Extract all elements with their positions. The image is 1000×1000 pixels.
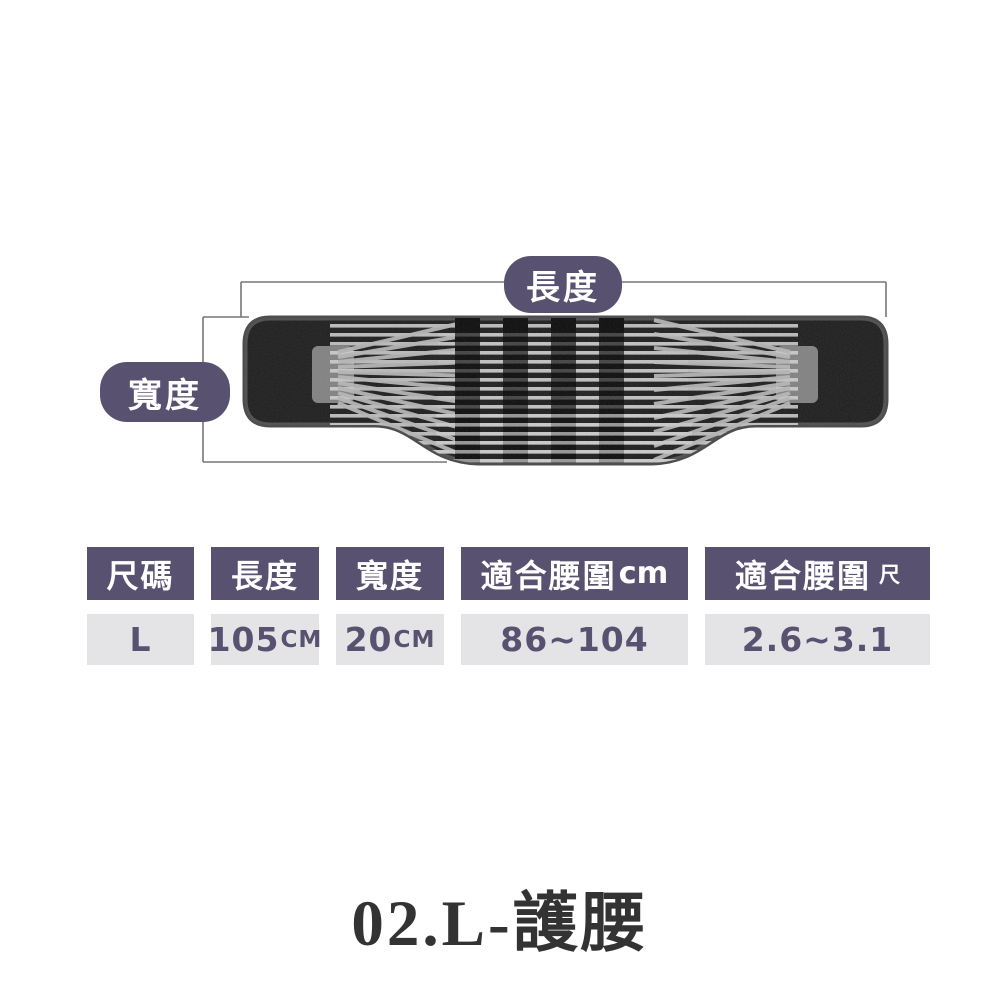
value-width: 20 CM [336,614,444,665]
value-length-unit: CM [280,626,323,653]
value-waist-chi: 2.6~3.1 [705,614,930,665]
value-waist-cm: 86~104 [461,614,688,665]
header-waist-chi-unit: 尺 [878,561,901,587]
header-waist-cm: 適合腰圍 cm [461,547,688,600]
value-length-number: 105 [207,620,280,659]
header-width: 寬度 [336,547,444,600]
belt-illustration [242,315,889,466]
size-table-header-row: 尺碼 長度 寬度 適合腰圍 cm 適合腰圍 尺 [87,547,930,600]
size-table-value-row: L 105 CM 20 CM 86~104 2.6~3.1 [87,614,930,665]
value-waist-chi-text: 2.6~3.1 [741,620,894,659]
header-waist-cm-label: 適合腰圍 [480,556,617,595]
product-title: 02.L-護腰 [351,888,649,960]
header-waist-chi: 適合腰圍 尺 [705,547,930,600]
value-size-text: L [129,620,152,659]
header-size-label: 尺碼 [106,556,175,595]
belt-diagram [202,281,889,466]
value-waist-cm-text: 86~104 [500,620,649,659]
length-dimension-label: 長度 [504,256,622,313]
header-length: 長度 [211,547,319,600]
dimension-brackets [202,281,887,463]
header-waist-chi-label: 適合腰圍 [734,556,871,595]
value-width-unit: CM [393,626,436,653]
header-length-label: 長度 [230,556,299,595]
belt-fabric-texture [245,318,886,463]
header-width-label: 寬度 [355,556,424,595]
header-waist-cm-unit: cm [618,556,669,591]
value-size: L [87,614,194,665]
value-length: 105 CM [207,614,323,665]
header-size: 尺碼 [87,547,194,600]
value-width-number: 20 [344,620,393,659]
width-dimension-label: 寬度 [100,362,230,422]
size-table: 尺碼 長度 寬度 適合腰圍 cm 適合腰圍 尺 L 105 CM [87,547,930,665]
